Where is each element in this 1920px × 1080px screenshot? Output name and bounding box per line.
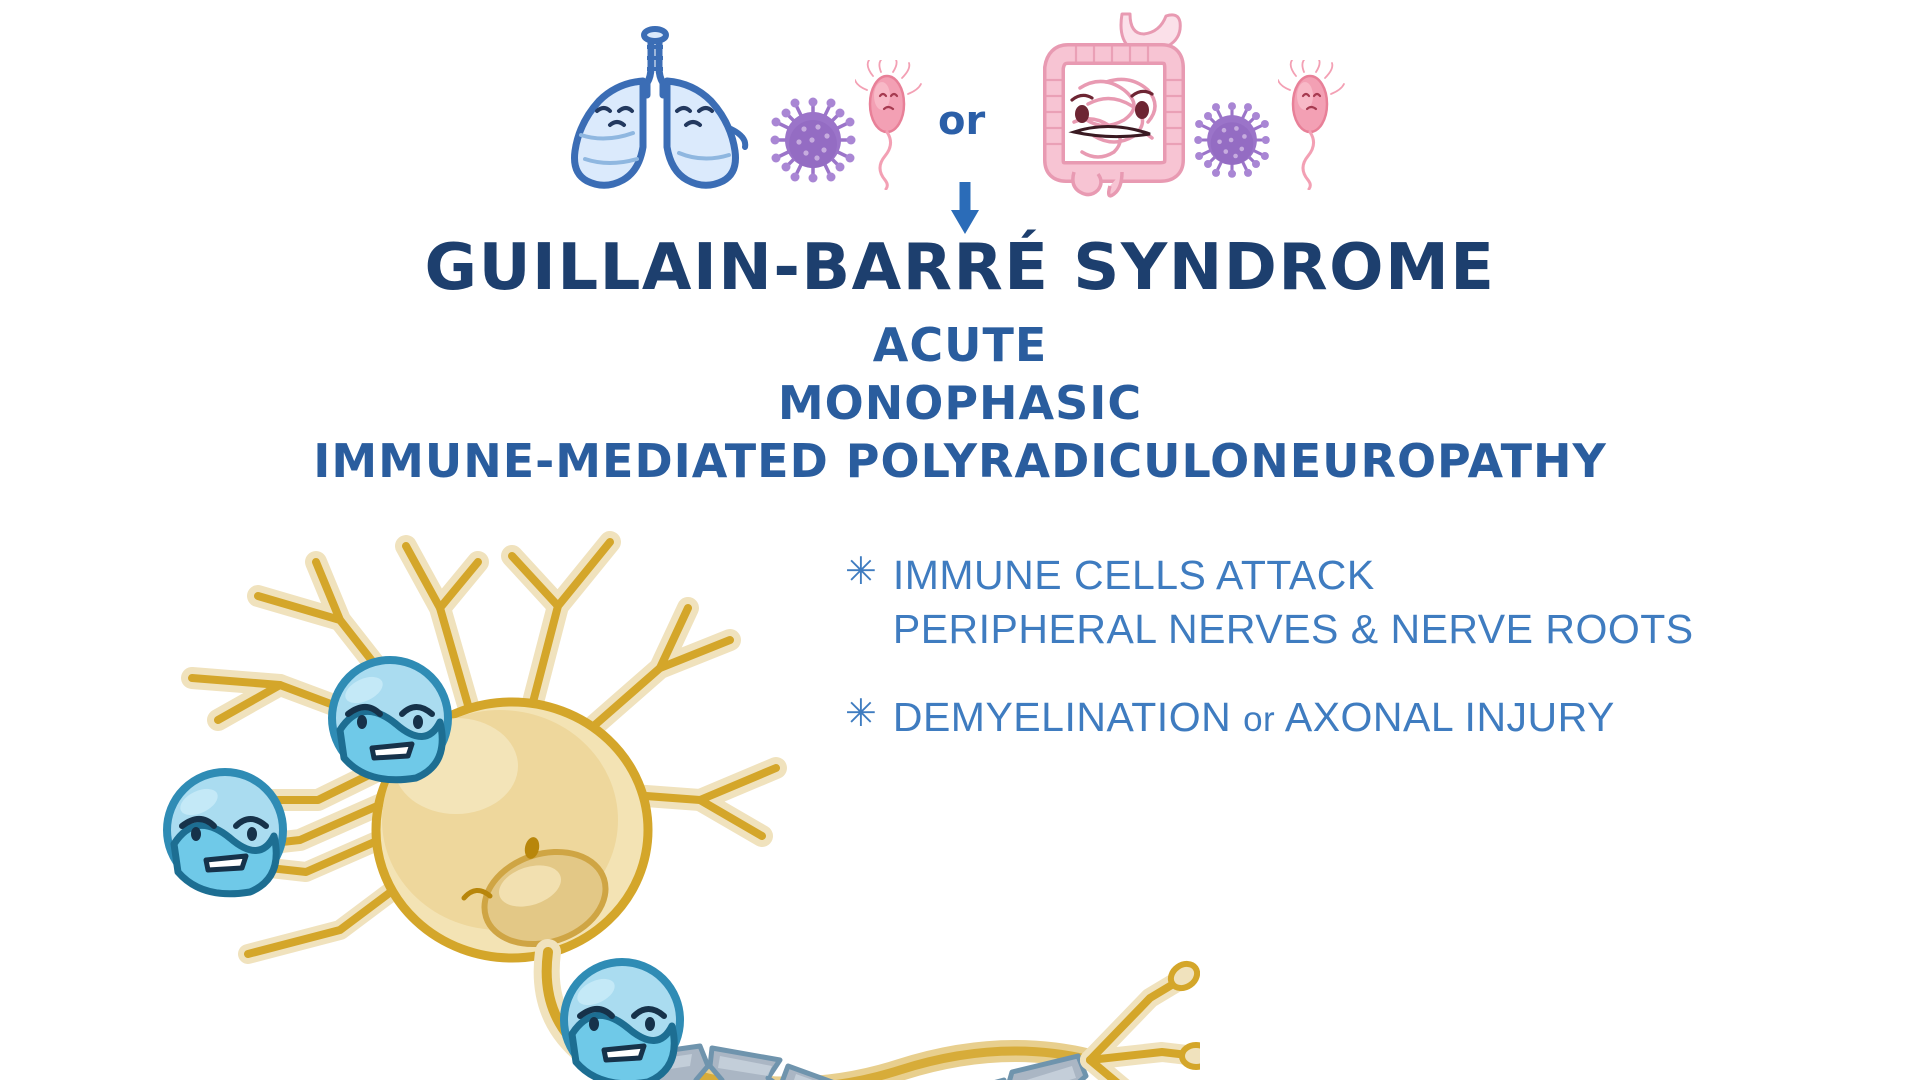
lungs-icon: [555, 25, 755, 195]
bullet-axonal-injury-label: AXONAL INJURY: [1275, 694, 1615, 741]
immune-cell: [163, 768, 287, 898]
down-arrow-icon: [935, 182, 995, 238]
asterisk-bullet-icon: ✳: [845, 691, 877, 736]
subtitle-line-acute: ACUTE: [872, 318, 1048, 372]
intestines-icon: [1010, 10, 1250, 200]
bullet-line-2: PERIPHERAL NERVES & NERVE ROOTS: [892, 606, 1694, 653]
virus-icon: [768, 95, 858, 185]
subtitle-line-polyradiculoneuropathy: IMMUNE-MEDIATED POLYRADICULONEUROPATHY: [313, 434, 1607, 488]
immune-cell: [560, 958, 684, 1080]
bullet-or-label: or: [1243, 700, 1276, 740]
subtitle-line-monophasic: MONOPHASIC: [777, 376, 1143, 430]
asterisk-bullet-icon: ✳: [845, 549, 877, 593]
or-connector-label: or: [938, 98, 986, 144]
neuron-illustration: [140, 500, 1200, 1080]
bullet-text-immune-cells: IMMUNE CELLS ATTACK PERIPHERAL NERVES & …: [893, 548, 1694, 656]
bullet-text-demyelination: DEMYELINATION or AXONAL INJURY: [893, 690, 1615, 744]
virus-icon: [1192, 100, 1272, 180]
immune-cell: [328, 656, 452, 784]
bullet-line-1: IMMUNE CELLS ATTACK: [892, 552, 1375, 598]
bacteria-icon: [1278, 60, 1348, 190]
bacteria-icon: [855, 60, 925, 190]
bullet-item-immune-cells-attack: ✳ IMMUNE CELLS ATTACK PERIPHERAL NERVES …: [845, 548, 1805, 656]
title-block: GUILLAIN-BARRÉ SYNDROME ACUTE MONOPHASIC…: [0, 236, 1920, 484]
bullet-item-demyelination: ✳ DEMYELINATION or AXONAL INJURY: [845, 690, 1805, 744]
bullet-demyelination-label: DEMYELINATION: [892, 694, 1244, 741]
bullet-list: ✳ IMMUNE CELLS ATTACK PERIPHERAL NERVES …: [845, 548, 1805, 778]
page-title: GUILLAIN-BARRÉ SYNDROME: [424, 231, 1496, 305]
